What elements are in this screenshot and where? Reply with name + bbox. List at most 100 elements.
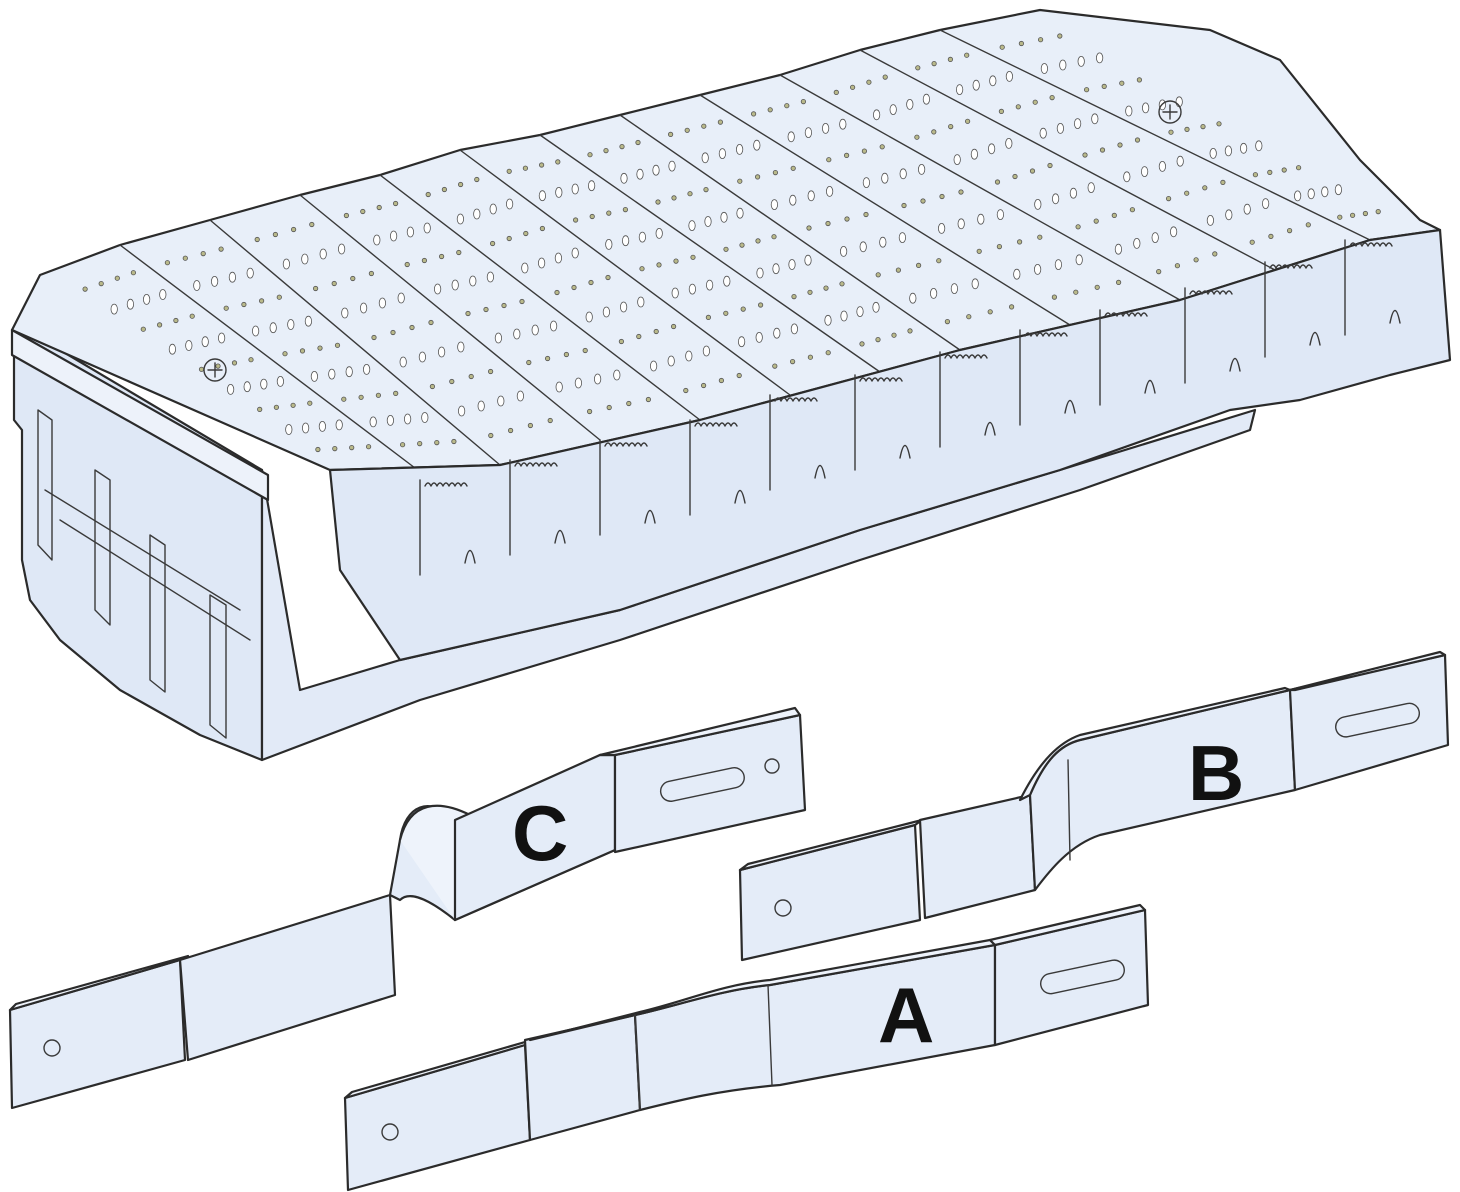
perforation-hole: [906, 99, 914, 110]
perforation-hole: [423, 222, 431, 234]
slat-separator: [939, 29, 1371, 241]
perforation-hole: [879, 236, 887, 248]
perforation-hole: [173, 317, 179, 324]
perforation-hole: [931, 129, 937, 135]
perforation-hole: [673, 258, 679, 264]
perforation-hole: [164, 260, 170, 266]
lip-tooth: [1184, 287, 1241, 384]
perforation-hole: [544, 355, 551, 362]
perforation-hole: [1037, 234, 1043, 240]
perforation-hole: [201, 336, 209, 348]
perforation-hole: [1267, 169, 1273, 175]
perforation-hole: [1184, 126, 1190, 132]
perforation-hole: [1193, 257, 1199, 263]
perforation-hole: [98, 280, 104, 287]
perforation-hole: [588, 279, 594, 286]
perforation-hole: [312, 285, 319, 292]
perforation-hole: [684, 127, 690, 133]
perforation-hole: [334, 342, 341, 348]
perforation-hole: [1252, 172, 1259, 178]
perforation-hole: [772, 170, 779, 176]
perforation-hole: [392, 200, 399, 207]
perforation-hole: [656, 262, 662, 268]
slat-separator: [379, 174, 701, 421]
perforation-hole: [304, 315, 312, 327]
perforation-hole: [859, 241, 867, 253]
perforation-hole: [667, 131, 674, 137]
connection-bar-c: C: [8, 706, 807, 1110]
perforation-hole: [755, 238, 761, 244]
perforation-hole: [335, 419, 343, 431]
perforation-hole: [622, 207, 629, 213]
perforation-hole: [636, 333, 642, 340]
perforation-hole: [332, 445, 338, 452]
perforation-hole: [606, 210, 612, 216]
perforation-hole: [872, 109, 881, 121]
perforation-hole: [899, 168, 907, 180]
perforation-hole: [1094, 284, 1100, 290]
perforation-hole: [350, 275, 356, 282]
perforation-hole: [618, 338, 625, 345]
perforation-hole: [717, 119, 724, 125]
perforation-hole: [563, 351, 570, 358]
perforation-hole: [399, 356, 407, 368]
perforation-hole: [638, 231, 647, 243]
perforation-hole: [1016, 239, 1023, 245]
perforation-hole: [1052, 193, 1060, 205]
perforation-hole: [457, 181, 464, 188]
perforation-hole: [487, 368, 494, 375]
perforation-hole: [723, 275, 731, 287]
perforation-hole: [523, 230, 529, 237]
perforation-hole: [1059, 59, 1067, 71]
perforation-hole: [605, 238, 613, 250]
perforation-hole: [705, 279, 714, 291]
perforation-hole: [1034, 263, 1042, 275]
lip-wave: [774, 397, 818, 402]
perforation-hole: [788, 259, 796, 270]
lip-wave: [1189, 290, 1233, 295]
perforation-hole: [671, 195, 677, 201]
perforation-hole: [1032, 99, 1038, 105]
perforation-hole: [273, 404, 279, 410]
perforation-hole: [620, 172, 628, 184]
perforation-hole: [754, 174, 761, 180]
perforation-hole: [468, 373, 474, 380]
perforation-hole: [403, 413, 412, 425]
perforation-hole: [705, 314, 712, 320]
perforation-hole: [198, 366, 205, 372]
perforation-hole: [365, 444, 372, 450]
perforation-hole: [200, 251, 206, 257]
perforation-hole: [1099, 147, 1106, 153]
perforation-hole: [859, 341, 865, 347]
bar-c-right-arm-top: [598, 706, 802, 757]
perforation-hole: [840, 310, 848, 322]
perforation-hole: [1129, 207, 1136, 213]
perforation-hole: [456, 213, 464, 225]
perforation-hole: [437, 346, 446, 358]
perforation-hole: [1166, 196, 1172, 202]
perforation-hole: [211, 275, 219, 287]
perforation-hole: [839, 118, 847, 130]
perforation-hole: [258, 298, 265, 304]
perforation-hole: [839, 245, 848, 257]
perforation-hole: [441, 186, 447, 193]
perforation-hole: [866, 79, 872, 85]
perforation-hole: [929, 287, 938, 299]
perforation-hole: [522, 165, 529, 171]
perforation-hole: [807, 354, 814, 360]
perforation-hole: [603, 148, 609, 154]
perforation-hole: [449, 378, 455, 385]
lip-tooth: [939, 351, 996, 448]
perforation-hole: [1057, 33, 1063, 39]
block-end-ribs: [37, 409, 251, 739]
slat-separator: [619, 114, 961, 351]
block-top-slats: [119, 29, 1371, 469]
perforation-hole: [1114, 243, 1123, 255]
block-front-teeth: [419, 239, 1401, 576]
perforation-hole: [399, 442, 406, 448]
perforation-hole: [735, 143, 744, 155]
perforation-hole: [824, 314, 832, 326]
perforation-hole: [1049, 95, 1055, 101]
perforation-hole: [451, 438, 457, 445]
perforation-hole: [157, 322, 163, 328]
